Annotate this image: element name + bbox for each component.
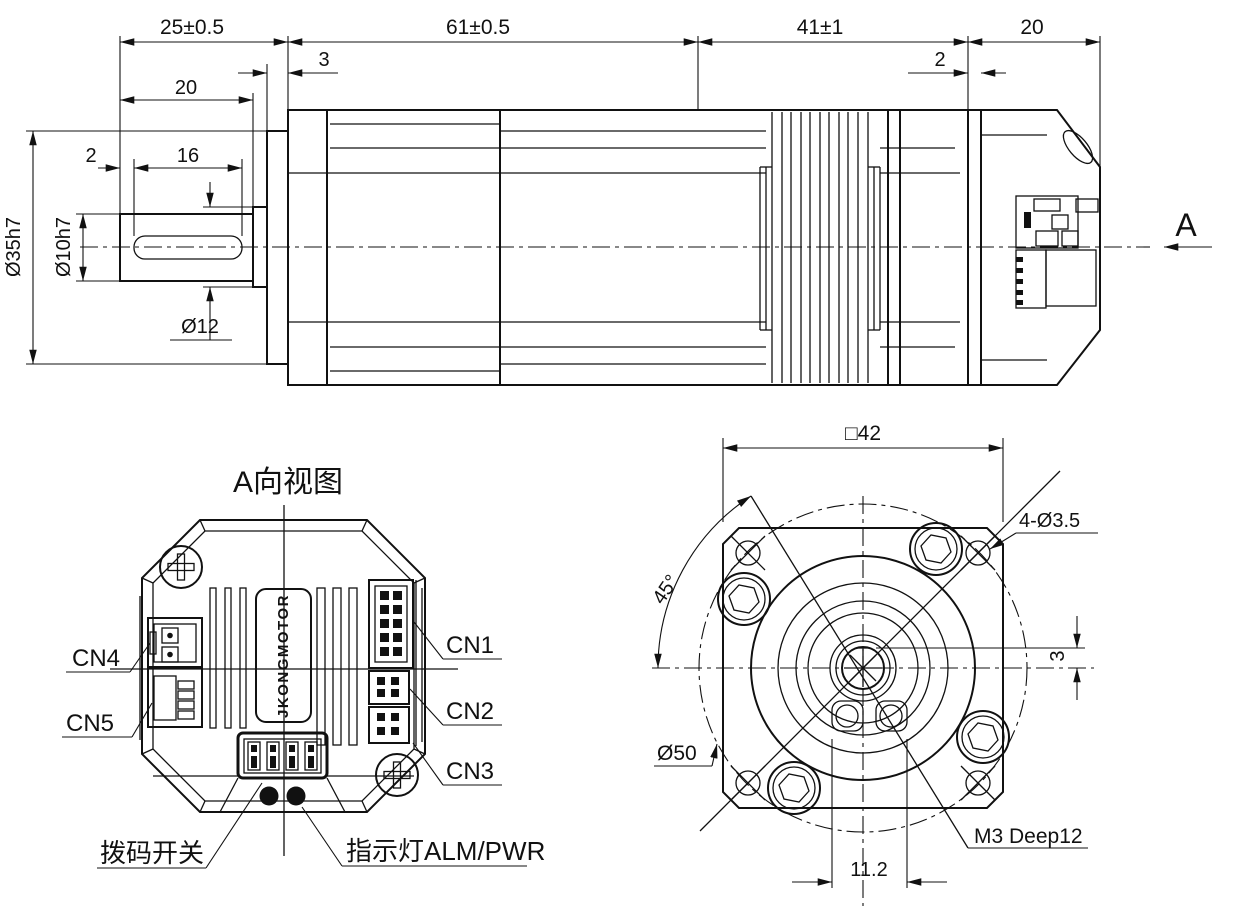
dim-screws: M3 Deep12: [974, 825, 1083, 848]
driver-housing-detail: [981, 129, 1094, 361]
cn5-connector: [147, 667, 203, 728]
connector-bracket: [415, 580, 423, 746]
hub-circle-inner: [835, 640, 891, 696]
dim-bolt-circle: Ø50: [657, 742, 697, 765]
gearbox-circle-1: [777, 582, 949, 754]
a-view: A向视图 J: [62, 466, 545, 869]
cn3-connector: [368, 706, 410, 744]
dia-shaft: Ø10h7: [53, 217, 75, 277]
m3-leader-diagonal: [750, 495, 969, 849]
led-label: 指示灯ALM/PWR: [346, 836, 545, 866]
front-dimension-texts: □42 4-Ø3.5 45° Ø50 M3 Deep12 11.2 3: [648, 422, 1082, 881]
dim-shaft-section: 25±0.5: [160, 16, 224, 39]
dim-plate: 2: [934, 49, 945, 71]
bolt-circle: [698, 503, 1028, 833]
a-view-leaders: [62, 621, 527, 869]
cn1-label: CN1: [446, 632, 494, 659]
dip-pocket: [219, 777, 346, 813]
cn3-label: CN3: [446, 758, 494, 785]
brand-logo-text: JKONGMOTOR: [275, 594, 292, 718]
dim-square: □42: [845, 422, 881, 445]
front-view: □42 4-Ø3.5 45° Ø50 M3 Deep12 11.2 3: [648, 422, 1098, 906]
led-alm: [259, 786, 279, 806]
dip-switch: [236, 731, 329, 780]
dim-gearbox: 61±0.5: [446, 16, 510, 39]
dim-key-len: 16: [177, 145, 199, 167]
screw-bottom-right: [375, 753, 419, 797]
cn2-label: CN2: [446, 698, 494, 725]
body-outline: [287, 109, 1101, 386]
cn5-label: CN5: [66, 710, 114, 737]
rear-connector-detail: [1015, 195, 1099, 309]
puller-slots: [831, 700, 908, 732]
cn4-label: CN4: [72, 645, 120, 672]
chamfer-lines: [141, 519, 426, 813]
dim-driver: 20: [1020, 16, 1043, 39]
dim-shaft-len: 20: [175, 77, 197, 99]
side-dimensions: [26, 36, 1212, 365]
gearbox-circle-2: [795, 600, 931, 736]
motor-ribs: [759, 112, 881, 383]
logo-plate: JKONGMOTOR: [255, 588, 312, 723]
dim-holes: 4-Ø3.5: [1019, 510, 1080, 532]
dia-step: Ø12: [181, 316, 219, 338]
hub-circle-outer: [829, 634, 897, 702]
heatsink-fins: [139, 587, 358, 746]
dim-key: 3: [1047, 650, 1069, 661]
dip-switch-label: 拨码开关: [100, 838, 204, 868]
diagonal-45: [699, 470, 1061, 832]
side-dimension-texts: 25±0.5 61±0.5 41±1 20 3 2 20 2 16 Ø10h7 …: [3, 16, 1197, 338]
body-joints: [326, 110, 982, 385]
a-view-title: A向视图: [233, 466, 343, 499]
dia-pilot: Ø35h7: [3, 217, 25, 277]
view-arrow-label: A: [1175, 207, 1197, 243]
cn2-connector: [368, 670, 410, 705]
keyway-slot: [133, 235, 243, 260]
dim-key-offset: 2: [85, 145, 96, 167]
led-pwr: [286, 786, 306, 806]
front-dimensions: [654, 438, 1098, 888]
dim-pilot-depth: 3: [318, 49, 329, 71]
housing-rails: [288, 123, 960, 372]
dim-motor: 41±1: [797, 16, 844, 39]
dim-angle: 45°: [648, 571, 683, 608]
side-view: 25±0.5 61±0.5 41±1 20 3 2 20 2 16 Ø10h7 …: [3, 16, 1212, 386]
pilot-circle: [750, 555, 976, 781]
screw-top-left: [159, 545, 203, 589]
shaft-circle: [841, 646, 885, 690]
cn1-connector: [368, 579, 414, 669]
dim-slot: 11.2: [850, 859, 887, 881]
cn4-connector: [147, 617, 203, 668]
